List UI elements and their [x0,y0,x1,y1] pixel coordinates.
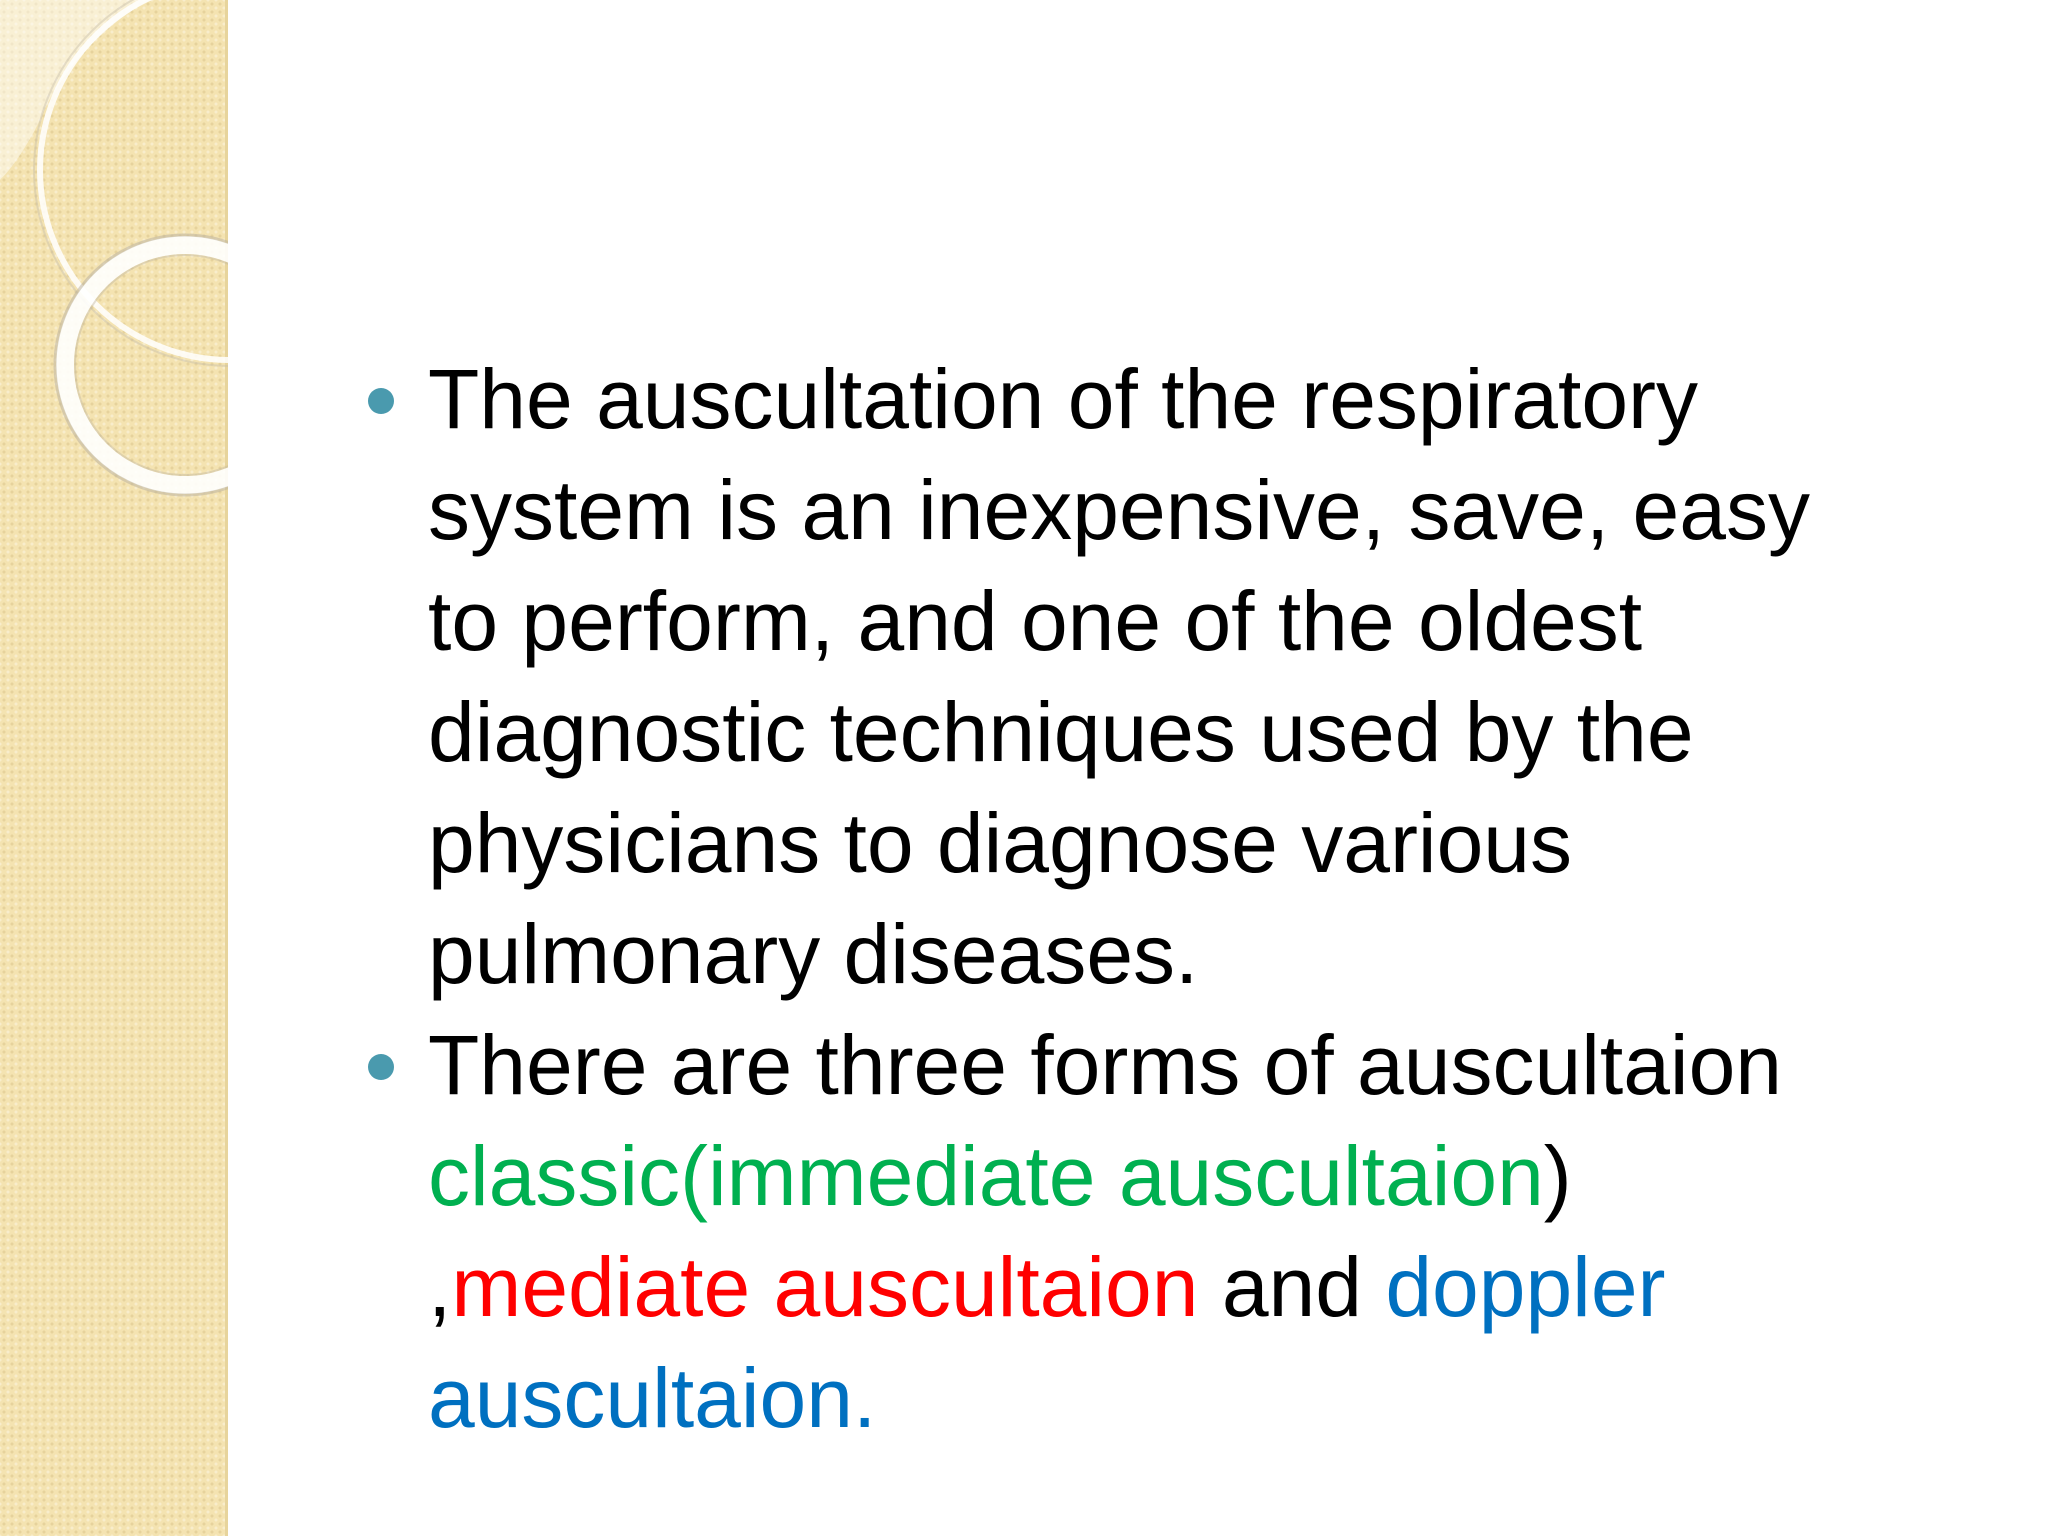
comma-text: , [428,1240,452,1334]
bullet-2-line-4: auscultaion. [428,1351,877,1445]
close-paren-text: ) [1543,1129,1572,1223]
bullet-2-line-2: classic(immediate auscultaion) [428,1121,1976,1232]
bullet-1-line-5: physicians to diagnose various [428,796,1573,890]
slide-body: The auscultation of the respiratory syst… [356,344,1976,1454]
bullet-2-line-1: There are three forms of auscultaion [428,1018,1783,1112]
bullet-item-2: There are three forms of auscultaion cla… [356,1010,1976,1454]
bullet-1-line-1: The auscultation of the respiratory [428,352,1699,446]
classic-auscultation-text: classic(immediate auscultaion [428,1129,1544,1223]
and-text: and [1198,1240,1386,1334]
circle-bullet-icon [368,388,394,414]
bullet-1-line-3: to perform, and one of the oldest [428,574,1643,668]
decorative-side-strip [0,0,228,1536]
concentric-rings-decoration [0,0,228,497]
bullet-1-line-4: diagnostic techniques used by the [428,685,1694,779]
mediate-auscultation-text: mediate auscultaion [451,1240,1199,1334]
bullet-1-line-6: pulmonary diseases. [428,907,1199,1001]
doppler-text: doppler [1385,1240,1666,1334]
bullet-item-1: The auscultation of the respiratory syst… [356,344,1976,1010]
circle-bullet-icon [368,1054,394,1080]
bullet-1-line-2: system is an inexpensive, save, easy [428,463,1810,557]
bullet-2-line-3: ,mediate auscultaion and doppler [428,1232,1976,1343]
